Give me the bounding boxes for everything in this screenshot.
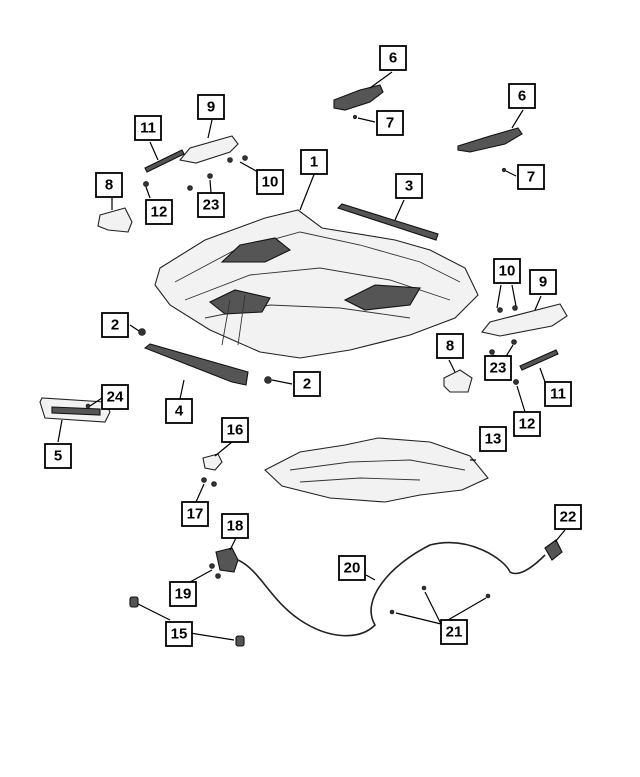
bracket-left — [97, 207, 133, 233]
callout-4: 4 — [165, 398, 193, 424]
svg-text:16: 16 — [227, 422, 244, 439]
callout-7-lower: 7 — [517, 164, 545, 190]
callout-8-left: 8 — [95, 172, 123, 198]
hood-seal — [336, 203, 439, 241]
callout-2-lower: 2 — [293, 371, 321, 397]
svg-text:9: 9 — [207, 99, 215, 116]
callout-6-upper: 6 — [379, 45, 407, 71]
callout-23-left: 23 — [197, 192, 225, 218]
bumper-lower — [235, 635, 245, 647]
callout-7-upper: 7 — [376, 110, 404, 136]
callout-9-left: 9 — [197, 94, 225, 120]
callout-24: 24 — [101, 384, 129, 410]
hood-silencer — [264, 437, 489, 503]
svg-text:11: 11 — [140, 120, 156, 137]
svg-text:24: 24 — [107, 389, 124, 406]
svg-text:18: 18 — [227, 518, 244, 535]
callout-11-right: 11 — [544, 381, 572, 407]
callout-3: 3 — [395, 173, 423, 199]
svg-text:13: 13 — [485, 431, 502, 448]
svg-text:5: 5 — [54, 448, 62, 465]
svg-text:9: 9 — [539, 274, 547, 291]
svg-text:4: 4 — [175, 403, 184, 420]
callout-5: 5 — [44, 443, 72, 469]
svg-text:2: 2 — [303, 376, 311, 393]
hood-front-molding — [143, 343, 249, 386]
callout-15: 15 — [165, 621, 193, 647]
svg-text:23: 23 — [203, 197, 220, 214]
svg-text:21: 21 — [446, 624, 463, 641]
callout-16: 16 — [221, 417, 249, 443]
svg-text:10: 10 — [262, 174, 279, 191]
callout-17: 17 — [181, 501, 209, 527]
callout-12-right: 12 — [513, 411, 541, 437]
hinge-left — [178, 135, 239, 164]
scoop-grille-right — [457, 127, 523, 153]
svg-text:17: 17 — [187, 506, 204, 523]
strut-left — [144, 149, 185, 173]
release-cable — [237, 542, 546, 637]
callout-8-right: 8 — [436, 333, 464, 359]
svg-text:11: 11 — [550, 386, 566, 403]
svg-text:10: 10 — [499, 263, 516, 280]
callout-18: 18 — [221, 513, 249, 539]
callout-20: 20 — [338, 555, 366, 581]
bumper-upper — [129, 596, 139, 608]
callout-10-right: 10 — [493, 258, 521, 284]
callout-12-left: 12 — [145, 199, 173, 225]
fasteners — [85, 114, 519, 615]
svg-text:8: 8 — [105, 177, 113, 194]
leader-lines — [57, 71, 566, 641]
svg-text:23: 23 — [490, 360, 507, 377]
callout-2-upper: 2 — [101, 312, 129, 338]
svg-text:7: 7 — [527, 169, 535, 186]
svg-text:6: 6 — [389, 50, 397, 67]
prop-rod-clip — [202, 453, 223, 471]
svg-text:20: 20 — [344, 560, 361, 577]
hood-lamp — [39, 397, 111, 423]
scoop-grille-left — [333, 84, 384, 111]
strut-right — [519, 349, 559, 371]
callout-19: 19 — [169, 581, 197, 607]
svg-text:2: 2 — [111, 317, 119, 334]
svg-text:12: 12 — [151, 204, 168, 221]
svg-text:3: 3 — [405, 178, 413, 195]
callout-21: 21 — [440, 619, 468, 645]
svg-text:8: 8 — [446, 338, 454, 355]
callout-10-left: 10 — [256, 169, 284, 195]
bracket-right — [443, 369, 473, 393]
release-handle — [544, 539, 563, 561]
svg-text:22: 22 — [560, 509, 577, 526]
callout-13: 13 — [479, 426, 507, 452]
hood-panel — [154, 209, 479, 359]
svg-text:7: 7 — [386, 115, 394, 132]
svg-text:1: 1 — [310, 154, 318, 171]
svg-text:12: 12 — [519, 416, 536, 433]
callout-11-left: 11 — [134, 115, 162, 141]
callout-23-right: 23 — [484, 355, 512, 381]
svg-text:19: 19 — [175, 586, 192, 603]
svg-text:6: 6 — [518, 88, 526, 105]
svg-text:15: 15 — [171, 626, 188, 643]
hood-latch — [215, 547, 239, 573]
callout-1: 1 — [300, 149, 328, 175]
callout-6-lower: 6 — [508, 83, 536, 109]
hinge-right — [481, 303, 568, 337]
callout-9-right: 9 — [529, 269, 557, 295]
callout-22: 22 — [554, 504, 582, 530]
